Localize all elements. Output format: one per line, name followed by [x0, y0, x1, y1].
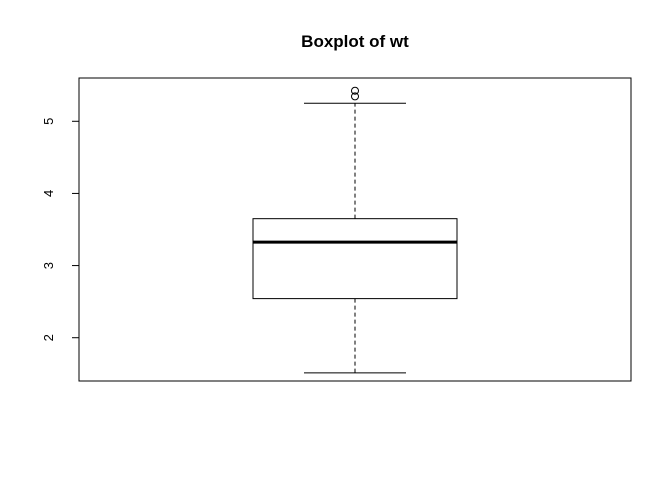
y-tick-label: 3: [41, 262, 56, 269]
boxplot: [252, 86, 458, 374]
iqr-box: [252, 218, 458, 300]
y-tick-label: 2: [41, 334, 56, 341]
outlier-point: [351, 92, 359, 101]
y-tick-label: 5: [41, 118, 56, 125]
y-tick-label: 4: [41, 190, 56, 197]
outlier-point: [351, 86, 359, 95]
y-axis: 2 3 4 5: [41, 118, 80, 341]
chart-title: Boxplot of wt: [301, 32, 409, 51]
